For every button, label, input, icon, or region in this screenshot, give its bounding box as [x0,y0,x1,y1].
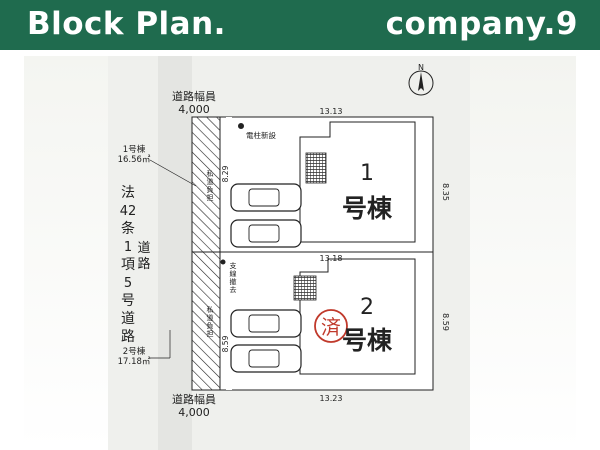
private-road-1-char-3: 担 [207,193,214,202]
approval-stamp [314,309,348,343]
frame-margin-right [470,56,576,450]
block-plan-title: Block Plan. [27,6,226,42]
stamp-char: 済 [321,315,341,339]
lot1-area-label: 1号棟 [123,144,146,155]
dim-bottom: 13.23 [320,394,343,403]
private-road-2-char-2: 負 [207,321,214,330]
utility-pole-label: 電柱新設 [246,130,276,140]
company-name: company.9 [385,6,578,42]
dim-top: 13.13 [320,107,343,116]
lot1-area-value: 16.56㎡ [118,155,151,165]
car-1a [230,183,302,212]
private-road-1-char-2: 負 [207,185,214,194]
private-road-2-char-0: 私 [207,305,214,314]
road-width-bottom-value: 4,000 [178,406,210,419]
lot2-area-label: 2号棟 [123,346,146,357]
branch-removal-char-0: 支 [230,261,237,270]
branch-removal-char-1: 線 [230,269,237,278]
dim-left-1: 8.29 [221,165,230,182]
private-road-2-char-3: 担 [207,329,214,338]
car-2b [230,344,302,373]
road-article-char-8: 路 [121,329,135,345]
lot2-area-value: 17.18㎡ [118,357,151,367]
private-road-2-char-1: 道 [207,313,214,322]
dim-right-1: 8.35 [441,183,450,201]
road-article-char-4: 項 [121,257,135,273]
car-1b [230,219,302,248]
dim-right-2: 8.59 [441,313,450,331]
road-article-char-2: 条 [121,220,135,237]
road-strip [158,56,192,450]
road-article-char-6: 号 [121,293,135,309]
road-article-char-3: 1 [124,240,132,255]
corner-clearance [226,117,232,390]
utility-pole-icon [238,123,244,129]
dim-left-2: 8.59 [221,335,230,352]
house1-name: 号棟 [342,194,393,223]
road-short-char-0: 道 [137,241,150,256]
road-article-char-5: 5 [124,276,132,291]
road-article-char-0: 法 [121,185,135,201]
north-arrow-icon [408,70,434,96]
house2-name: 号棟 [342,326,393,355]
house2-stairs [293,275,317,301]
branch-removal-char-3: 去 [230,285,237,294]
private-road-1-char-0: 私 [207,169,214,178]
branch-removal-char-2: 撤 [230,277,237,286]
road-width-top-label: 道路幅員 [172,89,216,103]
road-article-char-7: 道 [121,311,135,327]
lot1-area-leader [149,159,197,187]
private-road-hatch [191,116,221,391]
branch-wire-icon [220,259,226,265]
house1-stairs [305,152,327,184]
road-article-char-1: 42 [120,204,137,219]
road-width-bottom-label: 道路幅員 [172,392,216,406]
house2-number: 2 [360,295,374,320]
house1-number: 1 [360,161,374,186]
road-width-top-value: 4,000 [178,103,210,116]
north-label: N [418,63,424,72]
road-short-char-1: 路 [137,256,150,272]
car-2a [230,309,302,338]
house2-footprint [299,258,416,375]
private-road-1-char-1: 道 [207,177,214,186]
dim-middle: 13.18 [320,254,343,263]
frame-margin-left [24,56,108,450]
header-bar: Block Plan. company.9 [0,0,600,50]
